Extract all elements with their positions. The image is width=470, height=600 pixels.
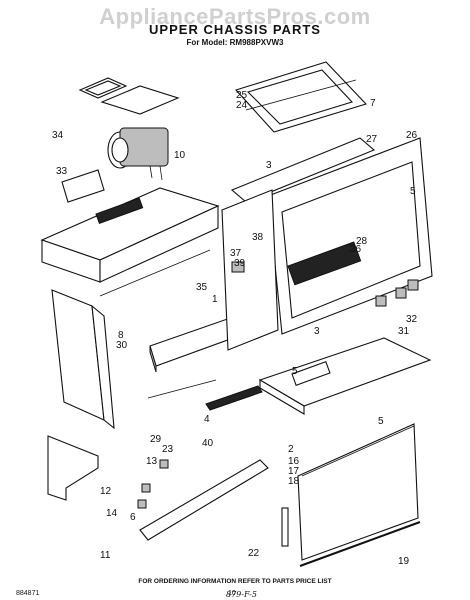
callout-30: 30: [116, 340, 128, 351]
callout-36: 36: [350, 244, 362, 255]
part-19-rail: [299, 521, 421, 567]
callout-5: 5: [410, 186, 416, 197]
callout-3: 3: [266, 160, 272, 171]
callout-13: 13: [146, 456, 158, 467]
callout-8: 8: [118, 330, 124, 341]
part-39-block: [231, 261, 245, 273]
callout-4: 4: [204, 414, 210, 425]
callout-23: 23: [162, 444, 174, 455]
model-subtitle: For Model: RM988PXVW3: [186, 38, 284, 47]
callout-28: 28: [356, 236, 368, 247]
callout-1: 1: [212, 294, 218, 305]
callout-24: 24: [236, 100, 248, 111]
part-4-filter: [205, 385, 263, 411]
callout-7: 7: [370, 98, 376, 109]
callout-17: 17: [288, 466, 300, 477]
part-26-front-frame: [267, 137, 433, 335]
callout-35: 35: [196, 282, 208, 293]
callout-10: 10: [174, 150, 186, 161]
callout-5: 5: [292, 366, 298, 377]
part-16-front-panel: [297, 423, 419, 561]
callout-34: 34: [52, 130, 64, 141]
part-22-bar: [281, 507, 289, 547]
callout-27: 27: [366, 134, 378, 145]
callout-29: 29: [150, 434, 162, 445]
callout-6: 6: [130, 512, 136, 523]
callout-32: 32: [406, 314, 418, 325]
callout-5: 5: [378, 416, 384, 427]
handwritten-note: 879-F-5: [226, 590, 257, 599]
callout-18: 18: [288, 476, 300, 487]
callout-39: 39: [234, 258, 246, 269]
callout-38: 38: [252, 232, 264, 243]
part-33-label: [61, 169, 105, 203]
part-11-rail: [139, 459, 269, 541]
part-12-clip: [141, 483, 151, 493]
part-35-strip: [99, 249, 211, 297]
callout-19: 19: [398, 556, 410, 567]
callout-12: 12: [100, 486, 112, 497]
ordering-note: FOR ORDERING INFORMATION REFER TO PARTS …: [138, 578, 332, 585]
part-25-plate: [100, 85, 180, 115]
document-number: 884871: [16, 590, 40, 597]
callout-22: 22: [248, 548, 260, 559]
part-38-control-panel: [221, 189, 279, 351]
part-27-control-strip: [230, 137, 376, 203]
callout-14: 14: [106, 508, 118, 519]
callout-25: 25: [236, 90, 248, 101]
part-24-fan-motor: [107, 127, 169, 181]
callout-11: 11: [100, 550, 111, 561]
callout-26: 26: [406, 130, 418, 141]
part-5-bottom-plate: [258, 337, 432, 415]
callout-2: 2: [288, 444, 294, 455]
part-34-frame: [78, 77, 128, 99]
part-29-rod: [147, 379, 217, 399]
part-6-clip: [137, 499, 147, 509]
part-8-side-panel: [51, 289, 115, 430]
part-7-top-frame: [235, 61, 368, 133]
callout-33: 33: [56, 166, 68, 177]
part-10-duct-housing: [40, 187, 220, 283]
callout-3: 3: [314, 326, 320, 337]
callout-31: 31: [398, 326, 410, 337]
callout-37: 37: [230, 248, 242, 259]
page-number: 10: [228, 590, 236, 597]
part-14-bracket: [47, 435, 99, 501]
diagram-title: UPPER CHASSIS PARTS: [149, 22, 321, 37]
callout-40: 40: [202, 438, 214, 449]
watermark: AppliancePartsPros.com: [99, 4, 371, 29]
callout-16: 16: [288, 456, 300, 467]
part-31-32-clips: [375, 279, 419, 307]
part-13-clip: [159, 459, 169, 469]
